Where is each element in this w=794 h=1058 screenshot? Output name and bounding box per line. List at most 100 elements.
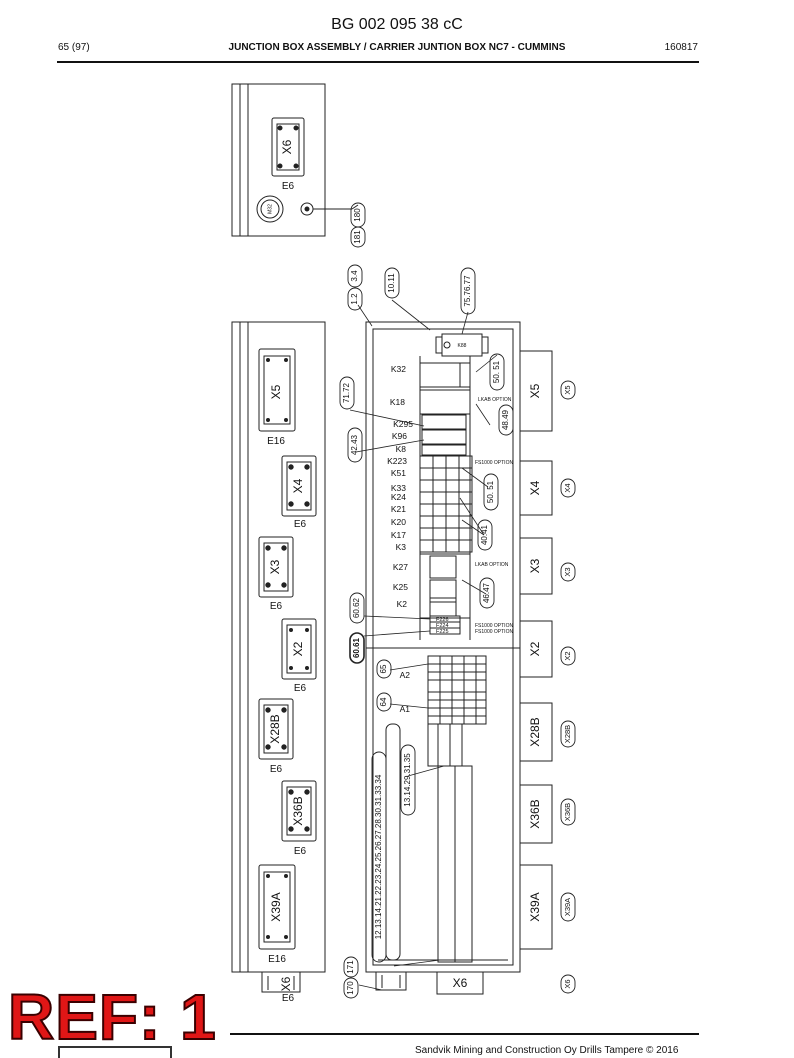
main-panel xyxy=(365,321,553,995)
relay-block-k18 xyxy=(419,389,471,415)
side-connector-x36b: X36B xyxy=(291,796,305,825)
leader-lines xyxy=(349,299,498,991)
top-connector-name: X6 xyxy=(280,139,294,154)
tag-x3: X3 xyxy=(563,567,572,576)
side-label-x39a: E16 xyxy=(268,954,286,965)
panel-connector-x36b: X36B xyxy=(528,799,542,828)
flange-x3 xyxy=(519,537,553,595)
callout-50-51-a: 50. 51 xyxy=(492,360,501,383)
tag-x6: X6 xyxy=(563,979,572,988)
gland-label: M32 xyxy=(267,204,273,214)
document-number: BG 002 095 38 cC xyxy=(331,16,463,33)
callout-60-62: 60.62 xyxy=(352,597,361,618)
fuse-f225: F225 xyxy=(436,629,449,635)
tag-x28b: X28B xyxy=(563,725,572,743)
tag-x36b: X36B xyxy=(563,803,572,821)
relay-k27: K27 xyxy=(393,562,408,572)
relay-k21: K21 xyxy=(391,504,406,514)
tag-x2: X2 xyxy=(563,651,572,660)
side-label-x5: E16 xyxy=(267,436,285,447)
relay-k18: K18 xyxy=(390,397,405,407)
relay-block-k295 xyxy=(421,414,467,430)
callout-1-2: 1.2 xyxy=(350,293,359,305)
callout-48-49: 48.49 xyxy=(501,409,510,430)
side-label-x3: E6 xyxy=(270,601,283,612)
relay-k88: K88 xyxy=(458,343,467,349)
side-connector-x6: X6 xyxy=(279,976,293,991)
callout-60-61: 60.61 xyxy=(352,637,361,658)
callout-40-41: 40.41 xyxy=(480,524,489,545)
side-label-x28b: E6 xyxy=(270,764,283,775)
side-connector-x39a: X39A xyxy=(269,892,283,921)
side-label-x36b: E6 xyxy=(294,846,307,857)
side-view xyxy=(231,321,326,993)
flange-x4 xyxy=(519,460,553,516)
panel-outline xyxy=(365,321,521,973)
callout-50-51-b: 50. 51 xyxy=(486,480,495,503)
tag-x5: X5 xyxy=(563,385,572,394)
relay-k8: K8 xyxy=(396,444,407,454)
callout-3-4: 3.4 xyxy=(350,270,359,282)
side-view-outline xyxy=(231,321,326,973)
relay-k25-body xyxy=(429,579,457,603)
relay-k2-body xyxy=(429,597,457,617)
module-a2-body xyxy=(427,655,487,693)
callout-65: 65 xyxy=(379,664,388,673)
flange-x5 xyxy=(519,350,553,432)
callout-71-72: 71.72 xyxy=(342,382,351,403)
relay-k32: K32 xyxy=(391,364,406,374)
panel-connector-x5: X5 xyxy=(528,383,542,398)
callout-75-76-77: 75.76.77 xyxy=(463,275,472,307)
callout-42-43: 42.43 xyxy=(350,434,359,455)
side-connector-x3: X3 xyxy=(268,559,282,574)
module-a1: A1 xyxy=(400,704,411,714)
callout-pills xyxy=(339,202,576,999)
note-lkab-option-1: LKAB OPTION xyxy=(478,397,512,403)
callout-171: 171 xyxy=(346,960,355,974)
panel-connector-x39a: X39A xyxy=(528,892,542,921)
relay-k20: K20 xyxy=(391,517,406,527)
callout-180: 180 xyxy=(353,208,362,222)
module-a2: A2 xyxy=(400,670,411,680)
side-connector-x4: X4 xyxy=(291,478,305,493)
relay-k27-body xyxy=(429,555,457,579)
side-connector-x28b: X28B xyxy=(268,714,282,743)
fuse-f224: F224 xyxy=(436,623,449,629)
m32-gland xyxy=(256,195,314,223)
flange-x39a xyxy=(519,864,553,950)
panel-connector-x4: X4 xyxy=(528,480,542,495)
relay-block-k96 xyxy=(421,429,467,445)
callout-170: 170 xyxy=(346,981,355,995)
note-fs1000-option-1: FS1000 OPTION xyxy=(475,460,513,466)
footer-copyright: Sandvik Mining and Construction Oy Drill… xyxy=(415,1045,679,1056)
callout-long-2: 13.14.29.31.35 xyxy=(403,753,412,807)
relay-k24: K24 xyxy=(391,492,406,502)
callout-long-1: 12.13.14.21.22.23.24.25.26.27.28.30.31.3… xyxy=(374,774,383,939)
panel-connector-x6: X6 xyxy=(453,976,468,990)
relay-k295: K295 xyxy=(393,419,413,429)
note-lkab-option-2: LKAB OPTION xyxy=(475,562,509,568)
tag-x4: X4 xyxy=(563,483,572,492)
side-connector-x5: X5 xyxy=(269,384,283,399)
page-number: 65 (97) xyxy=(58,42,90,53)
panel-bottom-connector xyxy=(436,971,484,995)
panel-connector-x3: X3 xyxy=(528,558,542,573)
side-label-x4: E6 xyxy=(294,519,307,530)
relay-k3: K3 xyxy=(396,542,407,552)
flange-x2 xyxy=(519,620,553,678)
relay-k51: K51 xyxy=(391,468,406,478)
callout-10-11: 10.11 xyxy=(387,273,396,293)
document-date: 160817 xyxy=(664,42,698,53)
top-view xyxy=(231,83,359,237)
fuse-f226: F226 xyxy=(436,617,449,623)
side-label-x2: E6 xyxy=(294,683,307,694)
header-rule xyxy=(57,61,699,63)
note-fs1000-option-f224: FS1000 OPTION xyxy=(475,623,513,629)
relay-k17: K17 xyxy=(391,530,406,540)
top-view-outline xyxy=(231,83,326,237)
callout-46-47: 46.47 xyxy=(482,582,491,603)
side-label-x6: E6 xyxy=(282,993,295,1004)
relay-k223: K223 xyxy=(387,456,407,466)
tag-x39a: X39A xyxy=(563,898,572,916)
